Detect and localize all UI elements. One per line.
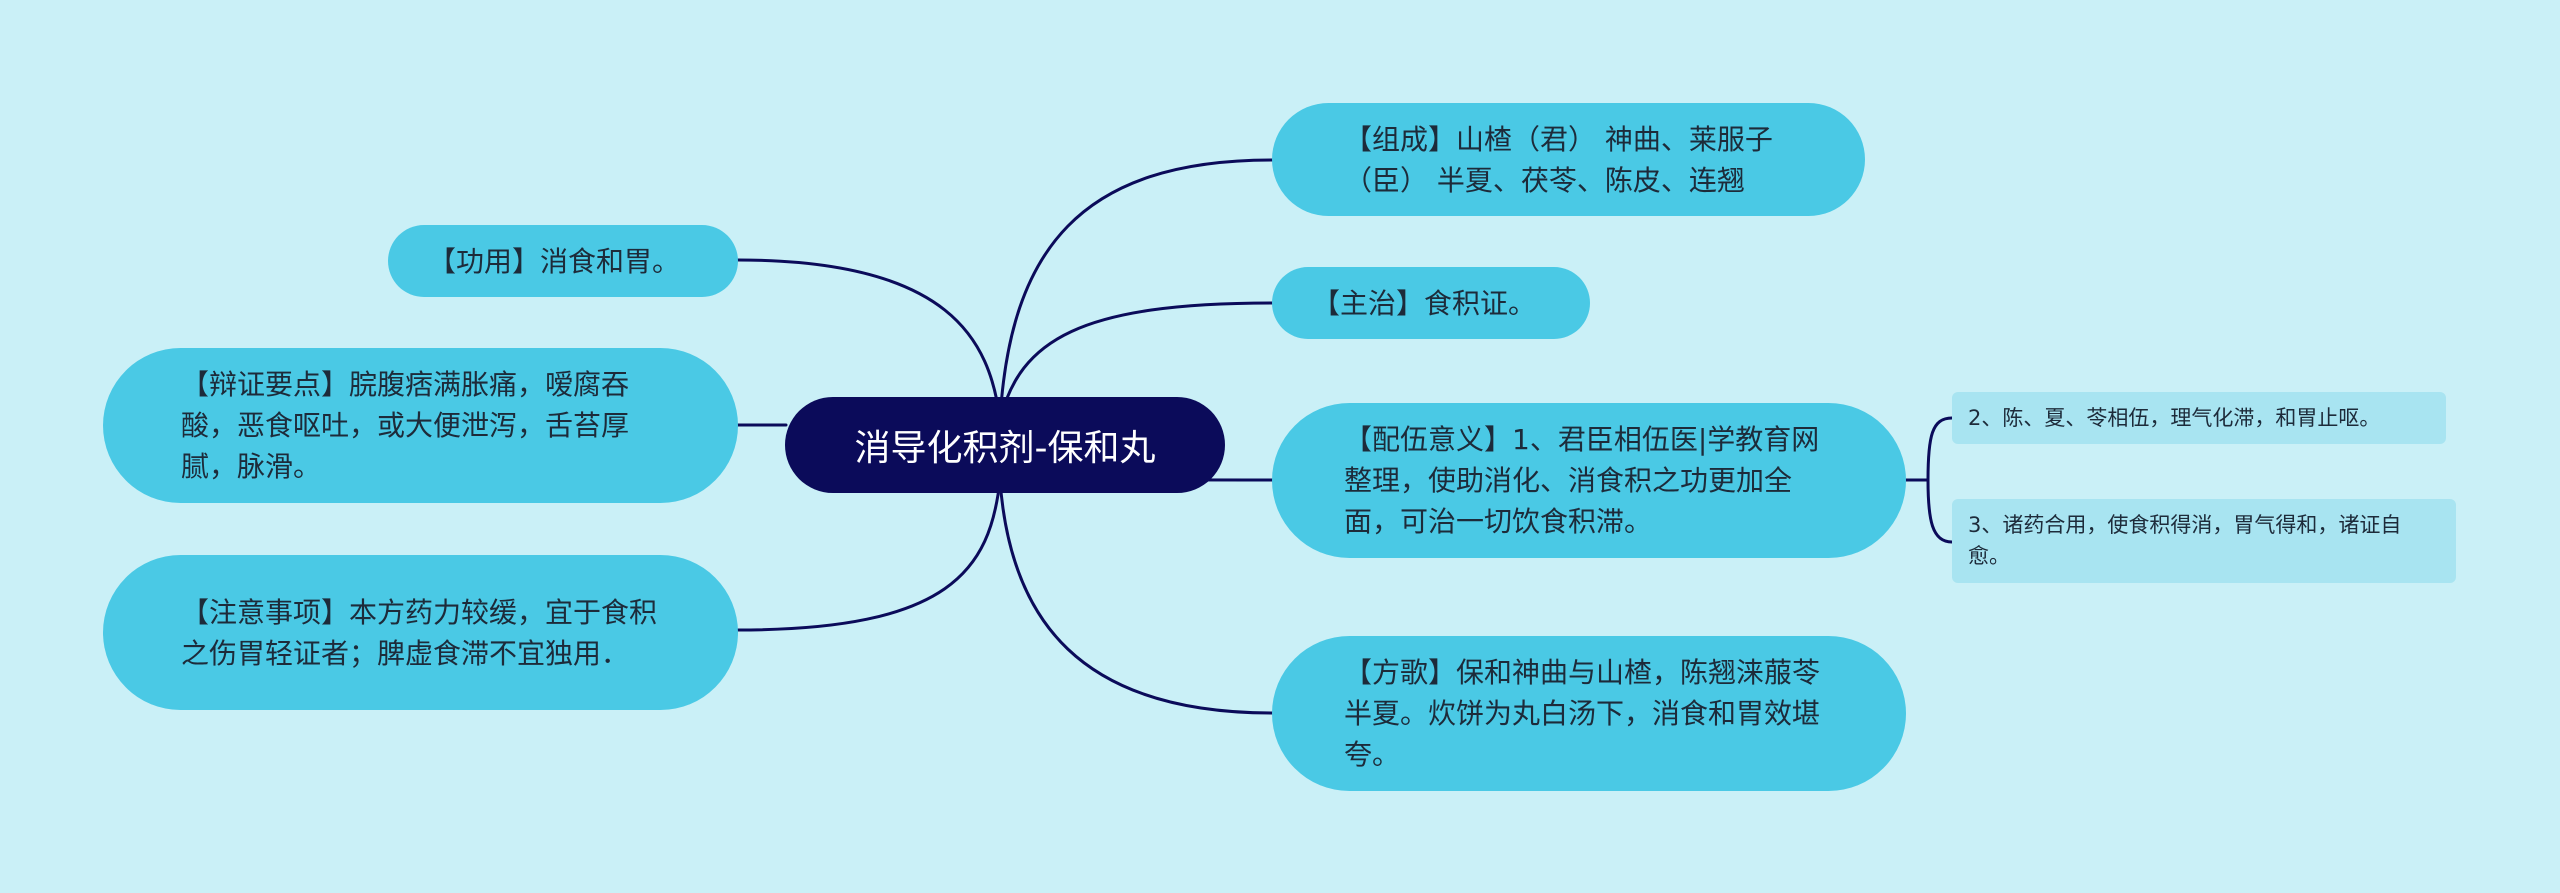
root-topic[interactable]: 消导化积剂-保和丸 bbox=[785, 397, 1225, 493]
topic-caution-label: 【注意事项】本方药力较缓，宜于食积之伤胃轻证者；脾虚食滞不宜独用． bbox=[181, 595, 658, 670]
topic-compatibility-label: 【配伍意义】1、君臣相伍医|学教育网整理，使助消化、消食积之功更加全面，可治一切… bbox=[1344, 423, 1820, 538]
topic-verse-label: 【方歌】保和神曲与山楂，陈翘涞菔苓半夏。炊饼为丸白汤下，消食和胃效堪夸。 bbox=[1344, 656, 1821, 771]
topic-composition[interactable]: 【组成】山楂（君） 神曲、莱服子（臣） 半夏、茯苓、陈皮、连翘 bbox=[1272, 103, 1865, 216]
topic-indication-label: 【主治】食积证。 bbox=[1312, 286, 1537, 320]
topic-indication[interactable]: 【主治】食积证。 bbox=[1272, 267, 1590, 339]
connector-usage bbox=[736, 258, 1002, 422]
connector-indication bbox=[998, 301, 1274, 422]
topic-compatibility[interactable]: 【配伍意义】1、君臣相伍医|学教育网整理，使助消化、消食积之功更加全面，可治一切… bbox=[1272, 403, 1906, 558]
subtopic-item3[interactable]: 3、诸药合用，使食积得消，胃气得和，诸证自愈。 bbox=[1952, 499, 2456, 583]
topic-diagnosis[interactable]: 【辩证要点】脘腹痞满胀痛，嗳腐吞酸，恶食呕吐，或大便泄泻，舌苔厚腻，脉滑。 bbox=[103, 348, 738, 503]
topic-usage-label: 【功用】消食和胃。 bbox=[428, 244, 681, 278]
connector-verse bbox=[998, 478, 1274, 715]
topic-diagnosis-label: 【辩证要点】脘腹痞满胀痛，嗳腐吞酸，恶食呕吐，或大便泄泻，舌苔厚腻，脉滑。 bbox=[181, 368, 630, 483]
topic-caution[interactable]: 【注意事项】本方药力较缓，宜于食积之伤胃轻证者；脾虚食滞不宜独用． bbox=[103, 555, 738, 710]
topic-usage[interactable]: 【功用】消食和胃。 bbox=[388, 225, 738, 297]
root-topic-label: 消导化积剂-保和丸 bbox=[854, 428, 1156, 469]
connector-caution bbox=[736, 478, 1002, 632]
topic-composition-label: 【组成】山楂（君） 神曲、莱服子（臣） 半夏、茯苓、陈皮、连翘 bbox=[1344, 122, 1773, 197]
connector-sub-item2 bbox=[1926, 416, 1954, 482]
subtopic-item2[interactable]: 2、陈、夏、苓相伍，理气化滞，和胃止呕。 bbox=[1952, 392, 2446, 444]
topic-verse[interactable]: 【方歌】保和神曲与山楂，陈翘涞菔苓半夏。炊饼为丸白汤下，消食和胃效堪夸。 bbox=[1272, 636, 1906, 791]
subtopic-item2-label: 2、陈、夏、苓相伍，理气化滞，和胃止呕。 bbox=[1968, 405, 2381, 430]
subtopic-item3-label: 3、诸药合用，使食积得消，胃气得和，诸证自愈。 bbox=[1968, 513, 2402, 568]
connector-composition bbox=[998, 158, 1274, 422]
connector-sub-item3 bbox=[1926, 478, 1954, 544]
